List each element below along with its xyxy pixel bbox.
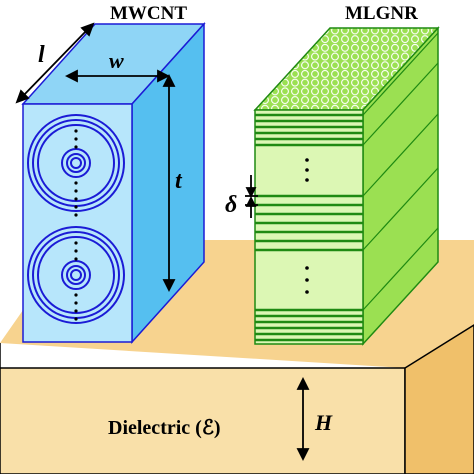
mlgnr-side-layer-edges bbox=[362, 32, 439, 311]
mwcnt-block bbox=[21, 22, 206, 344]
mlgnr-front-face bbox=[254, 109, 364, 345]
mlgnr-block bbox=[253, 26, 440, 346]
mlgnr-label: MLGNR bbox=[345, 3, 418, 24]
nanotube-cross-section-bottom bbox=[27, 226, 125, 324]
dimension-arrows bbox=[15, 22, 310, 462]
height-label: H bbox=[314, 410, 333, 435]
graphene-layers-top bbox=[255, 113, 363, 147]
width-label: w bbox=[109, 48, 124, 73]
dielectric-side-face bbox=[404, 324, 474, 474]
mwcnt-label: MWCNT bbox=[110, 3, 187, 24]
dielectric-label: Dielectric (ℰ) bbox=[108, 417, 221, 439]
spacing-label: δ bbox=[225, 192, 237, 218]
length-label: l bbox=[38, 42, 45, 68]
thickness-label: t bbox=[175, 168, 183, 194]
graphene-layers-middle bbox=[255, 194, 363, 252]
mlgnr-dots bbox=[305, 158, 309, 294]
mwcnt-dots bbox=[74, 129, 78, 321]
graphene-layers-bottom bbox=[255, 308, 363, 342]
